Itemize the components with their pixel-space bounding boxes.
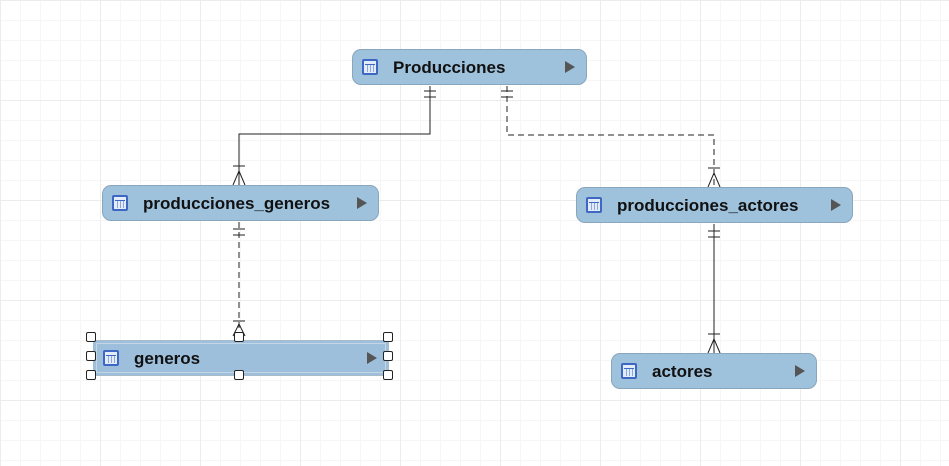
- resize-handle-right[interactable]: [383, 351, 393, 361]
- table-icon: [103, 350, 119, 366]
- entity-producciones-generos[interactable]: producciones_generos: [102, 185, 379, 221]
- expand-arrow-icon[interactable]: [831, 199, 841, 211]
- entity-name: producciones_actores: [617, 196, 799, 215]
- table-icon: [362, 59, 378, 75]
- table-icon: [621, 363, 637, 379]
- entity-producciones-actores[interactable]: producciones_actores: [576, 187, 853, 223]
- table-icon: [586, 197, 602, 213]
- relationship-producciones-actores-actores[interactable]: [707, 224, 721, 354]
- entity-producciones[interactable]: Producciones: [352, 49, 587, 85]
- expand-arrow-icon[interactable]: [565, 61, 575, 73]
- expand-arrow-icon[interactable]: [357, 197, 367, 209]
- relationship-producciones-producciones-actores[interactable]: [501, 86, 721, 188]
- entity-name: Producciones: [393, 58, 506, 77]
- resize-handle-left[interactable]: [86, 351, 96, 361]
- entity-actores[interactable]: actores: [611, 353, 817, 389]
- resize-handle-bottom-left[interactable]: [86, 370, 96, 380]
- relationship-producciones-producciones-generos[interactable]: [232, 86, 436, 186]
- entity-name: generos: [134, 349, 201, 368]
- expand-arrow-icon[interactable]: [367, 352, 377, 364]
- table-icon: [112, 195, 128, 211]
- entity-name: producciones_generos: [143, 194, 331, 213]
- resize-handle-bottom[interactable]: [234, 370, 244, 380]
- expand-arrow-icon[interactable]: [795, 365, 805, 377]
- resize-handle-top-left[interactable]: [86, 332, 96, 342]
- entity-name: actores: [652, 362, 713, 381]
- resize-handle-top[interactable]: [234, 332, 244, 342]
- resize-handle-bottom-right[interactable]: [383, 370, 393, 380]
- relationship-producciones-generos-generos[interactable]: [232, 222, 246, 337]
- resize-handle-top-right[interactable]: [383, 332, 393, 342]
